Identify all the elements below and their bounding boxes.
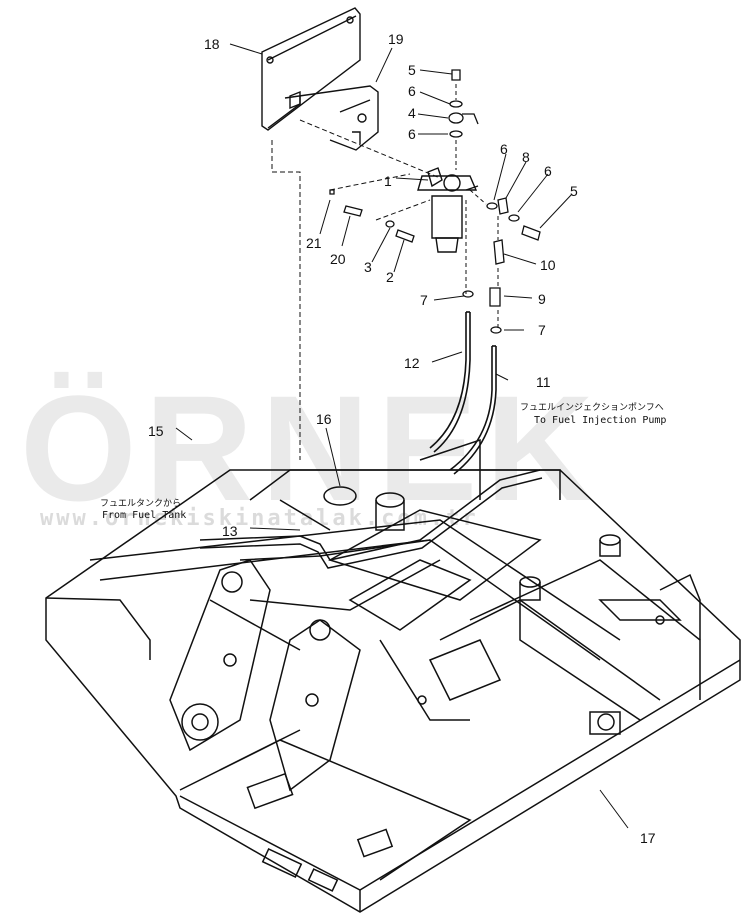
label-part-4: 4: [408, 105, 416, 121]
watermark: ÖRNEK www.ornekiskinatalak.com.tr: [20, 364, 602, 532]
note-from-tank-en: From Fuel Tank: [102, 510, 186, 521]
revolving-frame: [45, 438, 741, 913]
part-labels: 1 2 3 4 5 5 6 6 6 6 7 7 8 9 10 11 12 13 …: [148, 31, 656, 846]
label-part-15: 15: [148, 423, 164, 439]
label-part-6-d: 6: [544, 163, 552, 179]
bracket-plate-18: [261, 7, 361, 131]
fuel-filter: [417, 167, 479, 253]
label-part-6-a: 6: [408, 83, 416, 99]
label-part-1: 1: [384, 173, 392, 189]
label-part-5-right: 5: [570, 183, 578, 199]
label-part-12: 12: [404, 355, 420, 371]
note-from-tank-jp: フュエルタンクから: [100, 498, 181, 509]
bracket-assembly: [261, 7, 379, 151]
label-part-3: 3: [364, 259, 372, 275]
label-part-20: 20: [330, 251, 346, 267]
label-part-5-top: 5: [408, 62, 416, 78]
label-part-9: 9: [538, 291, 546, 307]
note-to-pump-en: To Fuel Injection Pump: [534, 415, 666, 426]
leader-lines: [175, 43, 629, 829]
label-part-11: 11: [536, 374, 551, 390]
label-part-2: 2: [386, 269, 394, 285]
fuel-hoses: [429, 311, 497, 475]
label-part-6-c: 6: [500, 141, 508, 157]
label-part-18: 18: [204, 36, 220, 52]
watermark-brand: ÖRNEK: [20, 364, 602, 532]
label-part-16: 16: [316, 411, 332, 427]
watermark-url: www.ornekiskinatalak.com.tr: [40, 506, 479, 531]
label-part-6-b: 6: [408, 126, 416, 142]
label-part-7-left: 7: [420, 292, 428, 308]
label-part-17: 17: [640, 830, 656, 846]
label-part-7-right: 7: [538, 322, 546, 338]
flow-notes: フュエルインジェクションポンフへ To Fuel Injection Pump …: [100, 402, 666, 521]
bracket-19: [284, 85, 379, 151]
label-part-21: 21: [306, 235, 322, 251]
note-to-pump-jp: フュエルインジェクションポンフへ: [520, 402, 664, 413]
hardware-parts: [329, 69, 541, 334]
frame-outline: [45, 469, 741, 913]
label-part-8: 8: [522, 149, 530, 165]
label-part-13: 13: [222, 523, 238, 539]
label-part-19: 19: [388, 31, 404, 47]
label-part-10: 10: [540, 257, 556, 273]
